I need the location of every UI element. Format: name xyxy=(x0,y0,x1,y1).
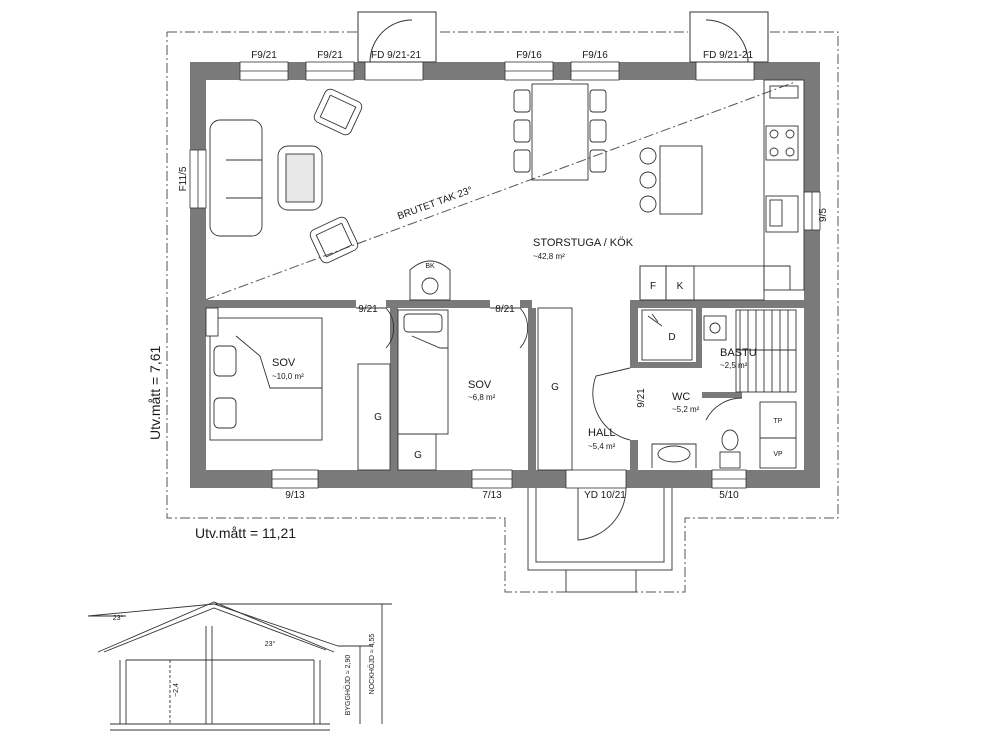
room-area: ~6,8 m² xyxy=(468,393,496,402)
washbasin-icon xyxy=(651,443,697,468)
door-label: 9/21 xyxy=(636,388,647,408)
fixture-label: K xyxy=(677,281,684,292)
room-name: BASTU xyxy=(720,347,757,359)
room-name: SOV xyxy=(272,357,296,369)
wardrobe-icon xyxy=(357,363,391,471)
room-area: ~42,8 m² xyxy=(533,252,565,261)
pillow-icon xyxy=(213,397,237,429)
window-label: 5/10 xyxy=(719,490,739,501)
kitchen-island-icon xyxy=(659,145,703,215)
door-bays xyxy=(357,11,769,63)
depth-dimension: Utv.mått = 7,61 xyxy=(147,346,163,440)
toilet-icon xyxy=(721,429,739,451)
window-labels: F9/21 F9/21 FD 9/21-21 F9/16 F9/16 FD 9/… xyxy=(178,50,829,501)
fixture-labels: BK F K D G G G TP VP xyxy=(374,263,783,461)
dining-table-icon xyxy=(531,83,589,181)
shower-icon xyxy=(647,313,663,327)
interior-doors xyxy=(356,307,743,441)
door-labels: 9/21 8/21 9/21 xyxy=(358,304,647,408)
room-area: ~2,5 m² xyxy=(720,361,748,370)
pillow-icon xyxy=(213,345,237,377)
section-drawing xyxy=(87,601,392,731)
window-label: FD 9/21-21 xyxy=(703,50,753,61)
section-building-height: BYGGHÖJD ≈ 2,90 xyxy=(344,655,352,716)
roof-outline xyxy=(166,31,839,593)
sink-icon xyxy=(765,195,799,233)
coffee-table-icon xyxy=(277,145,323,211)
sauna-heater-icon xyxy=(703,315,727,341)
section-inner-height: ~2,4 xyxy=(173,683,180,697)
exterior-walls xyxy=(190,62,820,488)
door-label: 9/21 xyxy=(358,304,378,315)
double-bed-icon xyxy=(209,317,323,441)
window-label: F9/16 xyxy=(516,50,542,61)
bedroom-1 xyxy=(205,307,391,471)
fixture-label: G xyxy=(374,412,382,423)
sauna-bench xyxy=(735,309,797,393)
wet-rooms xyxy=(641,309,797,469)
stove-icon xyxy=(409,260,451,301)
fixture-label: TP xyxy=(774,418,783,425)
hall xyxy=(537,307,573,471)
wardrobe-icon xyxy=(537,307,573,471)
fixture-label: VP xyxy=(773,451,783,458)
interior-walls xyxy=(206,300,804,470)
kitchen xyxy=(639,79,805,301)
section-ridge-height: NOCKHÖJD ≈ 4,55 xyxy=(368,634,376,695)
room-area: ~5,2 m² xyxy=(672,405,700,414)
window-label: 9/13 xyxy=(285,490,305,501)
pillow-icon xyxy=(403,313,443,333)
fixture-label: G xyxy=(551,382,559,393)
room-name: STORSTUGA / KÖK xyxy=(533,237,634,249)
roof-note: BRUTET TAK 23° xyxy=(396,185,474,222)
room-name: HALL xyxy=(588,427,616,439)
section-roof-pitch: 23° xyxy=(113,614,124,622)
width-dimension: Utv.mått = 11,21 xyxy=(195,525,296,541)
fixture-label: D xyxy=(668,332,675,343)
broken-roof-line xyxy=(204,81,796,301)
armchair-icon xyxy=(313,88,363,136)
fridge-icon xyxy=(665,265,695,301)
single-bed-icon xyxy=(397,309,449,435)
door-label: 8/21 xyxy=(495,304,515,315)
sofa-icon xyxy=(209,119,263,237)
window-label: YD 10/21 xyxy=(584,490,626,501)
window-label: F11/5 xyxy=(178,166,189,191)
window-label: F9/16 xyxy=(582,50,608,61)
window-label: FD 9/21-21 xyxy=(371,50,421,61)
room-area: ~5,4 m² xyxy=(588,442,616,451)
window-openings xyxy=(189,61,821,489)
fixture-label: F xyxy=(650,281,656,292)
window-label: F9/21 xyxy=(317,50,343,61)
room-name: SOV xyxy=(468,379,492,391)
bedroom-2 xyxy=(397,309,449,471)
window-label: 9/5 xyxy=(818,208,829,222)
room-labels: STORSTUGA / KÖK ~42,8 m² SOV ~10,0 m² SO… xyxy=(272,237,757,451)
fixture-label: G xyxy=(414,450,422,461)
room-name: WC xyxy=(672,391,690,403)
wardrobe-icon xyxy=(397,433,437,471)
hob-icon xyxy=(765,125,799,161)
armchair-icon xyxy=(309,216,359,264)
window-label: F9/21 xyxy=(251,50,277,61)
living-furniture xyxy=(209,83,703,264)
room-area: ~10,0 m² xyxy=(272,372,304,381)
fixture-label: BK xyxy=(425,263,435,270)
window-label: 7/13 xyxy=(482,490,502,501)
entrance-porch xyxy=(527,487,673,593)
heatpump-vp-icon xyxy=(759,437,797,469)
section-roof-pitch: 23° xyxy=(265,640,276,648)
